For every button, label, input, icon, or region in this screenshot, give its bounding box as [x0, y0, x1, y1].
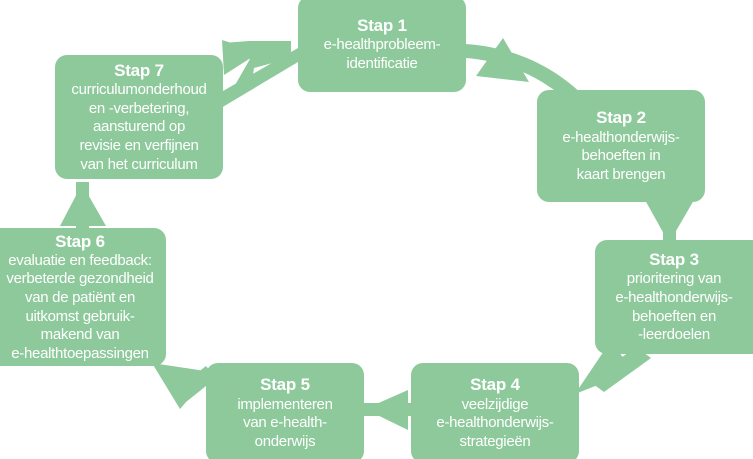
step-body: evaluatie en feedback: verbeterde gezond… — [6, 251, 154, 362]
step-title: Stap 3 — [649, 250, 699, 270]
arrow-4-to-5 — [364, 390, 412, 430]
step-title: Stap 6 — [55, 231, 105, 251]
step-box-1[interactable]: Stap 1 e-healthprobleem- identificatie — [298, 0, 466, 92]
arrow-6-to-7 — [60, 182, 106, 230]
arrow-5-to-6 — [152, 363, 216, 409]
step-body: prioritering van e-healthonderwijs- beho… — [615, 270, 733, 344]
step-body: veelzijdige e-healthonderwijs- strategie… — [436, 395, 554, 450]
step-body: implementeren van e-health- onderwijs — [237, 395, 333, 450]
step-body: curriculumonderhoud en -verbetering, aan… — [71, 81, 207, 173]
step-box-6[interactable]: Stap 6 evaluatie en feedback: verbeterde… — [0, 228, 166, 366]
step-title: Stap 7 — [114, 60, 164, 80]
step-body: e-healthprobleem- identificatie — [323, 36, 441, 72]
arrow-7-to-1 — [216, 40, 298, 108]
step-body: e-healthonderwijs- behoeften in kaart br… — [562, 128, 680, 183]
step-title: Stap 2 — [596, 108, 646, 128]
step-box-5[interactable]: Stap 5 implementeren van e-health- onder… — [206, 363, 364, 459]
arrow-1-to-2 — [466, 38, 592, 114]
step-box-2[interactable]: Stap 2 e-healthonderwijs- behoeften in k… — [537, 90, 705, 202]
step-box-3[interactable]: Stap 3 prioritering van e-healthonderwij… — [595, 240, 753, 354]
arrow-2-to-3 — [645, 196, 694, 244]
step-box-7[interactable]: Stap 7 curriculumonderhoud en -verbeteri… — [55, 55, 223, 179]
step-box-4[interactable]: Stap 4 veelzijdige e-healthonderwijs- st… — [411, 363, 579, 459]
step-title: Stap 4 — [470, 375, 520, 395]
step-title: Stap 1 — [357, 15, 407, 35]
step-title: Stap 5 — [260, 375, 310, 395]
